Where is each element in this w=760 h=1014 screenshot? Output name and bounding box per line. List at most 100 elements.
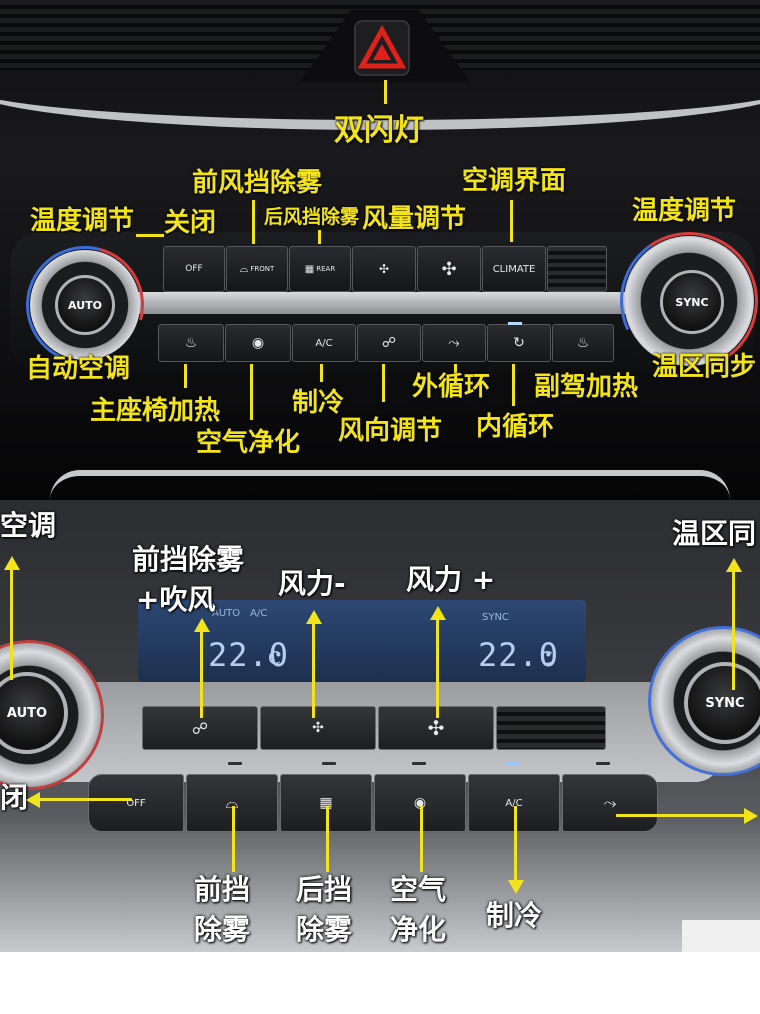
label-temp-left: 温度调节 — [30, 206, 135, 236]
fan-minus-button[interactable]: ✣ — [260, 706, 376, 750]
air-direction-button[interactable]: ☍ — [357, 324, 421, 362]
lcd-auto: AUTO — [212, 608, 241, 619]
label-rear-defrost-1: 后挡 — [296, 873, 353, 906]
air-purify-icon-bottom: ◉ — [413, 795, 427, 811]
label-front-defrost-2: 除雾 — [194, 913, 251, 946]
lcd-left-temp: 22.0 — [208, 636, 290, 674]
lcd-left-unit: C — [268, 648, 281, 669]
ac-button[interactable]: A/C — [292, 324, 356, 362]
pointer-air-purify-bottom — [420, 806, 423, 872]
pointer-outer-circ — [454, 364, 457, 376]
pointer-driver-seat-heat — [184, 364, 187, 388]
passenger-seat-heat-button[interactable]: ♨ — [552, 324, 614, 362]
climate-button[interactable]: CLIMATE — [482, 246, 546, 292]
hazard-button[interactable] — [354, 20, 410, 76]
label-fan-speed: 风量调节 — [362, 204, 467, 234]
driver-seat-heat-button[interactable]: ♨ — [158, 324, 224, 362]
label-driver-seat-heat: 主座椅加热 — [90, 396, 221, 426]
right-knob-bottom[interactable]: SYNC — [684, 662, 760, 744]
lcd-right-unit: C — [540, 648, 553, 669]
label-front-defrost-1: 前挡 — [194, 873, 251, 906]
right-temp-knob[interactable]: SYNC — [660, 270, 724, 334]
purify-icon: ◉ — [251, 335, 265, 351]
off-text-bottom: OFF — [126, 797, 146, 809]
label-off-bottom: 闭 — [0, 781, 29, 814]
left-knob-text: AUTO — [68, 298, 102, 312]
inner-circ-icon: ↻ — [513, 335, 525, 351]
chrome-trim — [0, 40, 760, 130]
pointer-fan-plus — [436, 620, 439, 718]
front-defrost-icon: ⌓ — [239, 262, 249, 275]
rear-defrost-text: REAR — [316, 265, 336, 273]
pointer-air-purify — [250, 364, 253, 420]
label-air-purify: 空气净化 — [196, 428, 301, 458]
right-knob-text-bottom: SYNC — [705, 695, 745, 711]
ac-text-bottom: A/C — [505, 797, 523, 809]
air-purify-button[interactable]: ◉ — [225, 324, 291, 362]
pointer-front-defrost-blow — [200, 632, 203, 718]
lower-chrome-bar — [50, 470, 730, 500]
circulation-button-bottom[interactable]: ⤳ — [562, 774, 658, 832]
silver-strip — [80, 292, 680, 314]
arrow-zone-sync — [726, 558, 742, 572]
seat-heat-icon: ♨ — [184, 335, 198, 351]
corner-white-patch — [682, 920, 760, 952]
left-knob-text-bottom: AUTO — [6, 705, 48, 721]
pointer-front-defrost — [252, 200, 255, 244]
label-zone-sync: 温区同步 — [652, 352, 757, 382]
left-temp-knob[interactable]: AUTO — [55, 275, 115, 335]
label-cooling: 制冷 — [292, 388, 345, 418]
rear-defrost-icon-bottom: ▦ — [319, 795, 333, 811]
right-knob-text: SYNC — [675, 295, 709, 309]
air-direction-icon: ☍ — [381, 335, 397, 351]
pointer-circulation-bottom — [616, 814, 744, 817]
grille-button — [547, 246, 607, 292]
front-defrost-button[interactable]: ⌓FRONT — [226, 246, 288, 292]
led-1 — [228, 762, 242, 765]
rear-defrost-icon: ▦ — [304, 263, 315, 275]
pointer-off-bottom — [40, 798, 132, 801]
fan-large-icon: ✣ — [441, 258, 457, 280]
label-front-defrost-blow-1: 前挡除雾 — [132, 543, 245, 576]
label-off: 关闭 — [164, 208, 217, 238]
arrow-auto-ac — [4, 556, 20, 570]
label-fan-minus: 风力- — [278, 567, 346, 600]
lcd-display — [138, 600, 586, 682]
outer-circ-icon: ⤳ — [448, 335, 460, 351]
pointer-cooling — [320, 364, 323, 382]
outer-circ-button[interactable]: ⤳ — [422, 324, 486, 362]
front-defrost-text: FRONT — [250, 265, 275, 273]
led-2 — [322, 762, 336, 765]
arrow-off — [26, 792, 40, 808]
label-outer-circ: 外循环 — [412, 372, 491, 402]
led-ac — [506, 762, 520, 765]
lcd-sync: SYNC — [482, 612, 509, 623]
inner-circ-button[interactable]: ↻ — [487, 324, 551, 362]
bottom-white-margin — [0, 952, 760, 1014]
passenger-seat-heat-icon: ♨ — [576, 335, 590, 351]
front-defrost-icon-bottom: ⌓ — [225, 793, 239, 812]
lcd-right-temp: 22.0 — [478, 636, 560, 674]
pointer-rear-defrost — [318, 230, 321, 244]
fan-down-button[interactable]: ✣ — [352, 246, 416, 292]
fan-up-button[interactable]: ✣ — [417, 246, 481, 292]
label-inner-circ: 内循环 — [476, 412, 555, 442]
pointer-cooling-bottom — [514, 806, 517, 882]
fan-plus-icon: ✣ — [427, 716, 445, 740]
label-front-defrost: 前风挡除雾 — [192, 168, 323, 198]
ac-button-text: A/C — [315, 337, 333, 349]
rear-defrost-button[interactable]: ▦REAR — [289, 246, 351, 292]
arrow-fan-minus — [306, 610, 322, 624]
off-button-bottom[interactable]: OFF — [88, 774, 184, 832]
label-cooling-bottom: 制冷 — [486, 899, 543, 932]
pointer-inner-circ — [512, 364, 515, 406]
label-rear-defrost: 后风挡除雾 — [264, 206, 360, 228]
left-knob-bottom[interactable]: AUTO — [0, 672, 68, 754]
label-climate-screen: 空调界面 — [462, 166, 567, 196]
off-button[interactable]: OFF — [163, 246, 225, 292]
label-temp-right: 温度调节 — [632, 196, 737, 226]
arrow-circulation — [744, 808, 758, 824]
pointer-rear-defrost-bottom — [326, 806, 329, 872]
label-front-defrost-blow-2: +吹风 — [136, 583, 216, 616]
pointer-climate-screen — [510, 200, 513, 242]
